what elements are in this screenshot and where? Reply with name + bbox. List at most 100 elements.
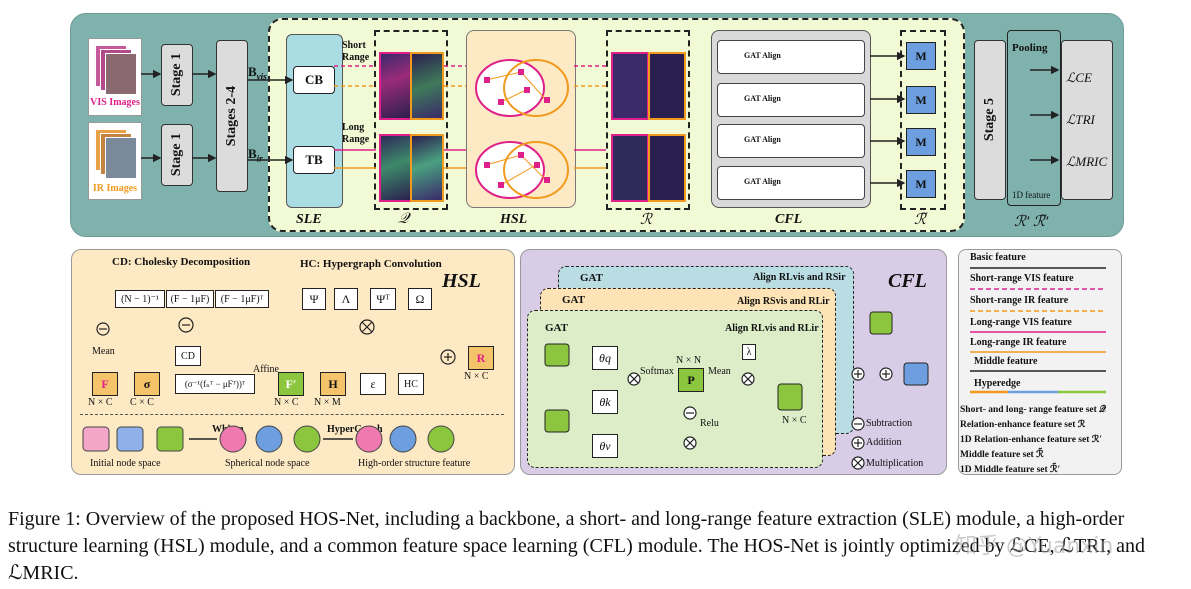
f-dims: N × C <box>88 397 113 408</box>
affine-label: Affine <box>253 364 279 375</box>
stages24-box: Stages 2-4 <box>216 40 248 192</box>
r-feature-region <box>606 30 690 210</box>
nxn-label: N × N <box>676 355 702 366</box>
watermark: 知乎 @Yuanxin <box>955 534 1114 559</box>
legend-basic: Basic feature <box>970 252 1026 263</box>
sigma-dims: C × C <box>130 397 154 408</box>
initial-space-label: Initial node space <box>90 458 161 469</box>
cfl-row-1 <box>717 40 865 74</box>
short-ir-pose <box>648 52 686 120</box>
hypergraph-label: HyperGraph <box>327 424 383 435</box>
gat-align-2: GAT Align <box>744 94 781 103</box>
q-label: 𝒬 <box>398 211 409 227</box>
long-ir-featuremap <box>410 134 444 202</box>
epsilon-box: ε <box>360 373 386 395</box>
loss-mric: ℒMRIC <box>1066 154 1108 169</box>
pooling-region <box>1007 30 1061 206</box>
loss-ce: ℒCE <box>1066 70 1092 85</box>
f-minus-box: (F − 1μF) <box>166 290 214 308</box>
legend-set-q: Short- and long- range feature set 𝒬 <box>960 405 1106 415</box>
legend-set-mid: Middle feature set ℛ̃ <box>960 450 1044 460</box>
legend-middle: Middle feature <box>974 356 1038 367</box>
sle-block <box>286 34 343 208</box>
r-tilde-region <box>900 30 946 210</box>
long-range-label: Long Range <box>342 122 370 145</box>
relu-label: Relu <box>700 418 719 429</box>
align-label-2: Align RSvis and RLir <box>737 296 830 307</box>
gat-align-3: GAT Align <box>744 135 781 144</box>
hc-box: HC <box>398 373 424 395</box>
r-tilde-label: ℛ̃ <box>914 212 926 228</box>
high-order-label: High-order structure feature <box>358 458 471 469</box>
omega-box: Ω <box>408 288 432 310</box>
pooling-label: Pooling <box>1012 42 1048 54</box>
hsl-top-label: HSL <box>500 212 528 227</box>
vis-images-stack: VIS Images <box>88 38 142 116</box>
cb-box: CB <box>293 66 335 94</box>
lambda-box: Λ <box>334 288 358 310</box>
r-dims: N × C <box>464 371 489 382</box>
f-box: F <box>92 372 118 396</box>
theta-v-box: θv <box>592 434 618 458</box>
gat-label-3: GAT <box>545 322 569 334</box>
tb-box: TB <box>293 146 335 174</box>
short-ir-featuremap <box>410 52 444 120</box>
softmax-label: Softmax <box>640 366 674 377</box>
subtraction-label: Subtraction <box>866 418 913 429</box>
top-arrows <box>141 51 1060 188</box>
cfl-top-label: CFL <box>775 212 803 227</box>
hsl-panel-title: HSL <box>442 270 481 292</box>
legend-set-r1d: 1D Relation-enhance feature set ℛ′ <box>960 435 1102 445</box>
legend-long-vis: Long-range VIS feature <box>970 317 1072 328</box>
ir-images-label: IR Images <box>92 183 138 194</box>
addition-label: Addition <box>866 437 902 448</box>
long-vis-pose <box>611 134 649 202</box>
hsl-panel-graphics <box>82 317 456 453</box>
cfl-row-4 <box>717 166 865 200</box>
cd-box: CD <box>175 346 201 366</box>
r-out-box: R <box>468 346 494 370</box>
hc-title: HC: Hypergraph Convolution <box>300 258 442 270</box>
legend-set-mid1d: 1D Middle feature set ℛ̃′ <box>960 465 1061 475</box>
long-ir-pose <box>648 134 686 202</box>
m-box-3: M <box>906 128 936 156</box>
multiplication-label: Multiplication <box>866 458 924 469</box>
cfl-panel-title: CFL <box>888 270 927 292</box>
f-prime-box: F′ <box>278 372 304 396</box>
gat-align-1: GAT Align <box>744 51 781 60</box>
m-box-4: M <box>906 170 936 198</box>
q-feature-region <box>374 30 448 210</box>
legend-short-ir: Short-range IR feature <box>970 295 1069 306</box>
f-minus-t-box: (F − 1μF)ᵀ <box>215 290 269 308</box>
theta-q-box: θq <box>592 346 618 370</box>
cfl-row-2 <box>717 83 865 117</box>
r-label: ℛ <box>640 212 652 228</box>
ir-images-stack: IR Images <box>88 122 142 200</box>
gat-label-2: GAT <box>562 294 586 306</box>
figure-caption: Figure 1: Overview of the proposed HOS-N… <box>8 508 1146 584</box>
vis-images-label: VIS Images <box>90 97 140 108</box>
sigma-box: σ <box>134 372 160 396</box>
h-dims: N × M <box>314 397 341 408</box>
feature-1d-label: 1D feature <box>1012 190 1051 200</box>
f-prime-dims: N × C <box>274 397 299 408</box>
cfl-panel-graphics <box>544 311 929 470</box>
n-inv-box: (N − 1)⁻¹ <box>115 290 165 308</box>
theta-k-box: θk <box>592 390 618 414</box>
legend-long-ir: Long-range IR feature <box>970 337 1067 348</box>
loss-tri: ℒTRI <box>1066 112 1095 127</box>
spherical-space-label: Spherical node space <box>225 458 310 469</box>
gat-layer-green <box>527 310 823 468</box>
h-box: H <box>320 372 346 396</box>
cfl-row-3 <box>717 124 865 158</box>
legend-lines <box>970 267 1106 394</box>
lambda-node: λ <box>742 344 756 360</box>
psi-box: Ψ <box>302 288 326 310</box>
loss-box <box>1061 40 1113 200</box>
hsl-graph-svg <box>475 59 569 199</box>
mean-label: Mean <box>92 346 115 357</box>
gat-label-1: GAT <box>580 272 604 284</box>
nxc-label-cfl: N × C <box>782 415 807 426</box>
m-box-2: M <box>906 86 936 114</box>
align-label-1: Align RLvis and RSir <box>753 272 846 283</box>
